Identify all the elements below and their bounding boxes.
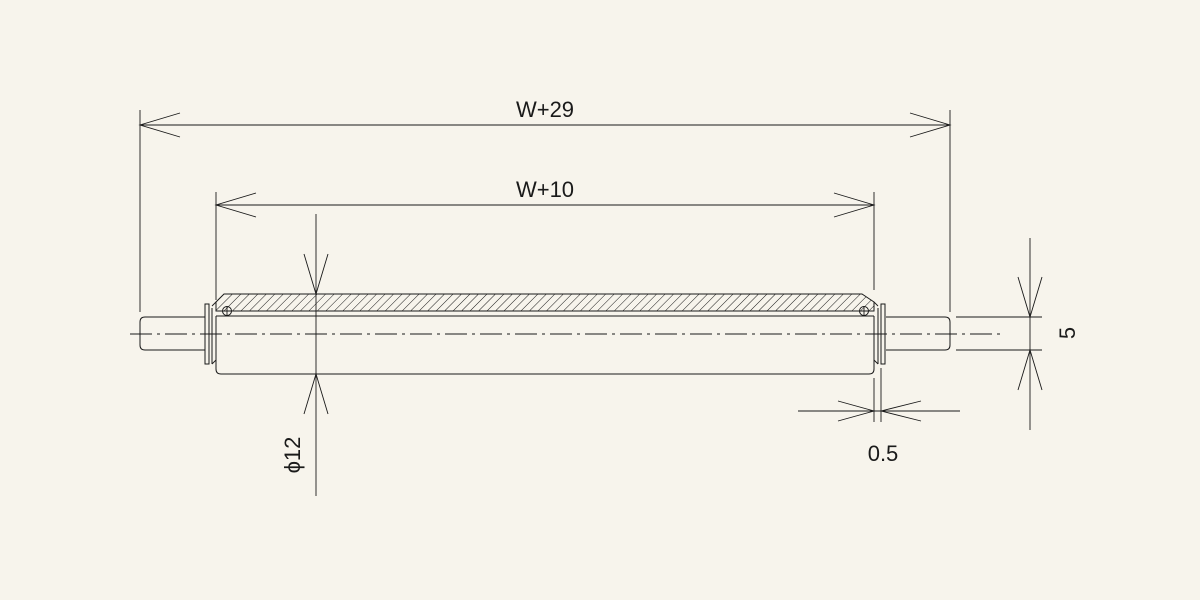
arrowhead-left	[214, 192, 257, 218]
arrowhead-down	[303, 253, 329, 296]
arrowhead-up	[303, 372, 329, 415]
overall-width-dimension: W+29	[138, 97, 952, 312]
diameter-dimension: ϕ12	[280, 214, 329, 496]
roller-width-dimension: W+10	[214, 177, 876, 300]
arrowhead-down	[1017, 276, 1043, 319]
overall-width-label: W+29	[516, 97, 574, 122]
arrowhead-right	[833, 192, 876, 218]
gap-dimension: 0.5	[798, 368, 960, 466]
arrowhead-right	[909, 112, 952, 138]
gap-label: 0.5	[868, 441, 899, 466]
shaft-size-label: 5	[1055, 327, 1080, 339]
roller-body	[204, 293, 886, 375]
arrowhead-right	[837, 400, 876, 422]
arrowhead-up	[1017, 348, 1043, 391]
diameter-label: ϕ12	[280, 437, 305, 474]
tube-outline	[215, 316, 875, 375]
arrowhead-left	[138, 112, 181, 138]
arrowhead-left	[880, 400, 922, 422]
tube-wall-section	[215, 293, 875, 312]
shaft-size-dimension: 5	[956, 238, 1080, 430]
roller-width-label: W+10	[516, 177, 574, 202]
